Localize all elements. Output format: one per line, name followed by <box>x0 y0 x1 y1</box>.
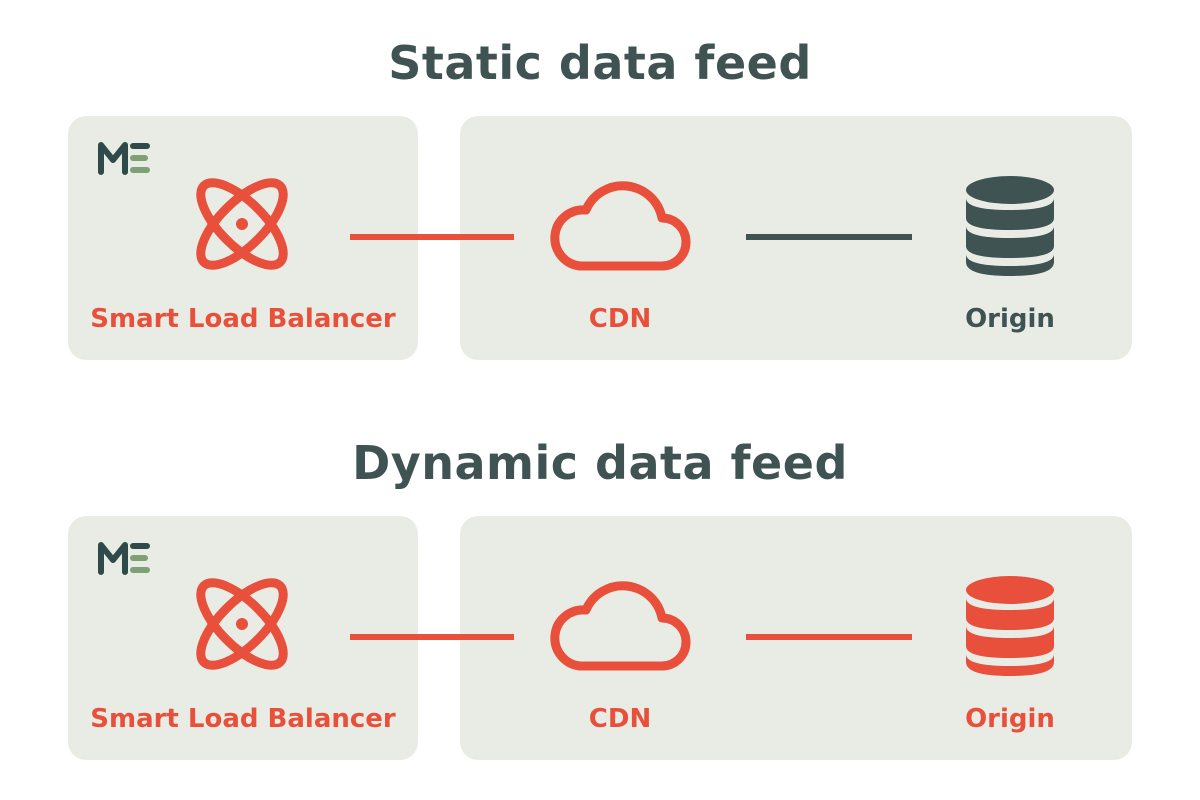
static-feed-title: Static data feed <box>388 36 812 90</box>
cdn-label: CDN <box>588 304 652 334</box>
cdn-origin-connector <box>746 634 912 640</box>
database-icon <box>966 576 1054 676</box>
cloud-icon <box>550 181 691 271</box>
load-balancer-label: Smart Load Balancer <box>90 304 396 334</box>
atom-icon <box>196 578 288 670</box>
balancer-cdn-connector <box>350 634 514 640</box>
origin-label: Origin <box>965 304 1055 334</box>
cdn-origin-connector <box>746 234 912 240</box>
database-icon <box>966 176 1054 276</box>
me-logo-icon <box>98 542 150 575</box>
atom-icon <box>196 178 288 270</box>
me-logo-icon <box>98 142 150 175</box>
origin-label: Origin <box>965 704 1055 734</box>
dynamic-feed-title: Dynamic data feed <box>352 436 848 490</box>
cdn-label: CDN <box>588 704 652 734</box>
load-balancer-label: Smart Load Balancer <box>90 704 396 734</box>
balancer-cdn-connector <box>350 234 514 240</box>
cloud-icon <box>550 581 691 671</box>
